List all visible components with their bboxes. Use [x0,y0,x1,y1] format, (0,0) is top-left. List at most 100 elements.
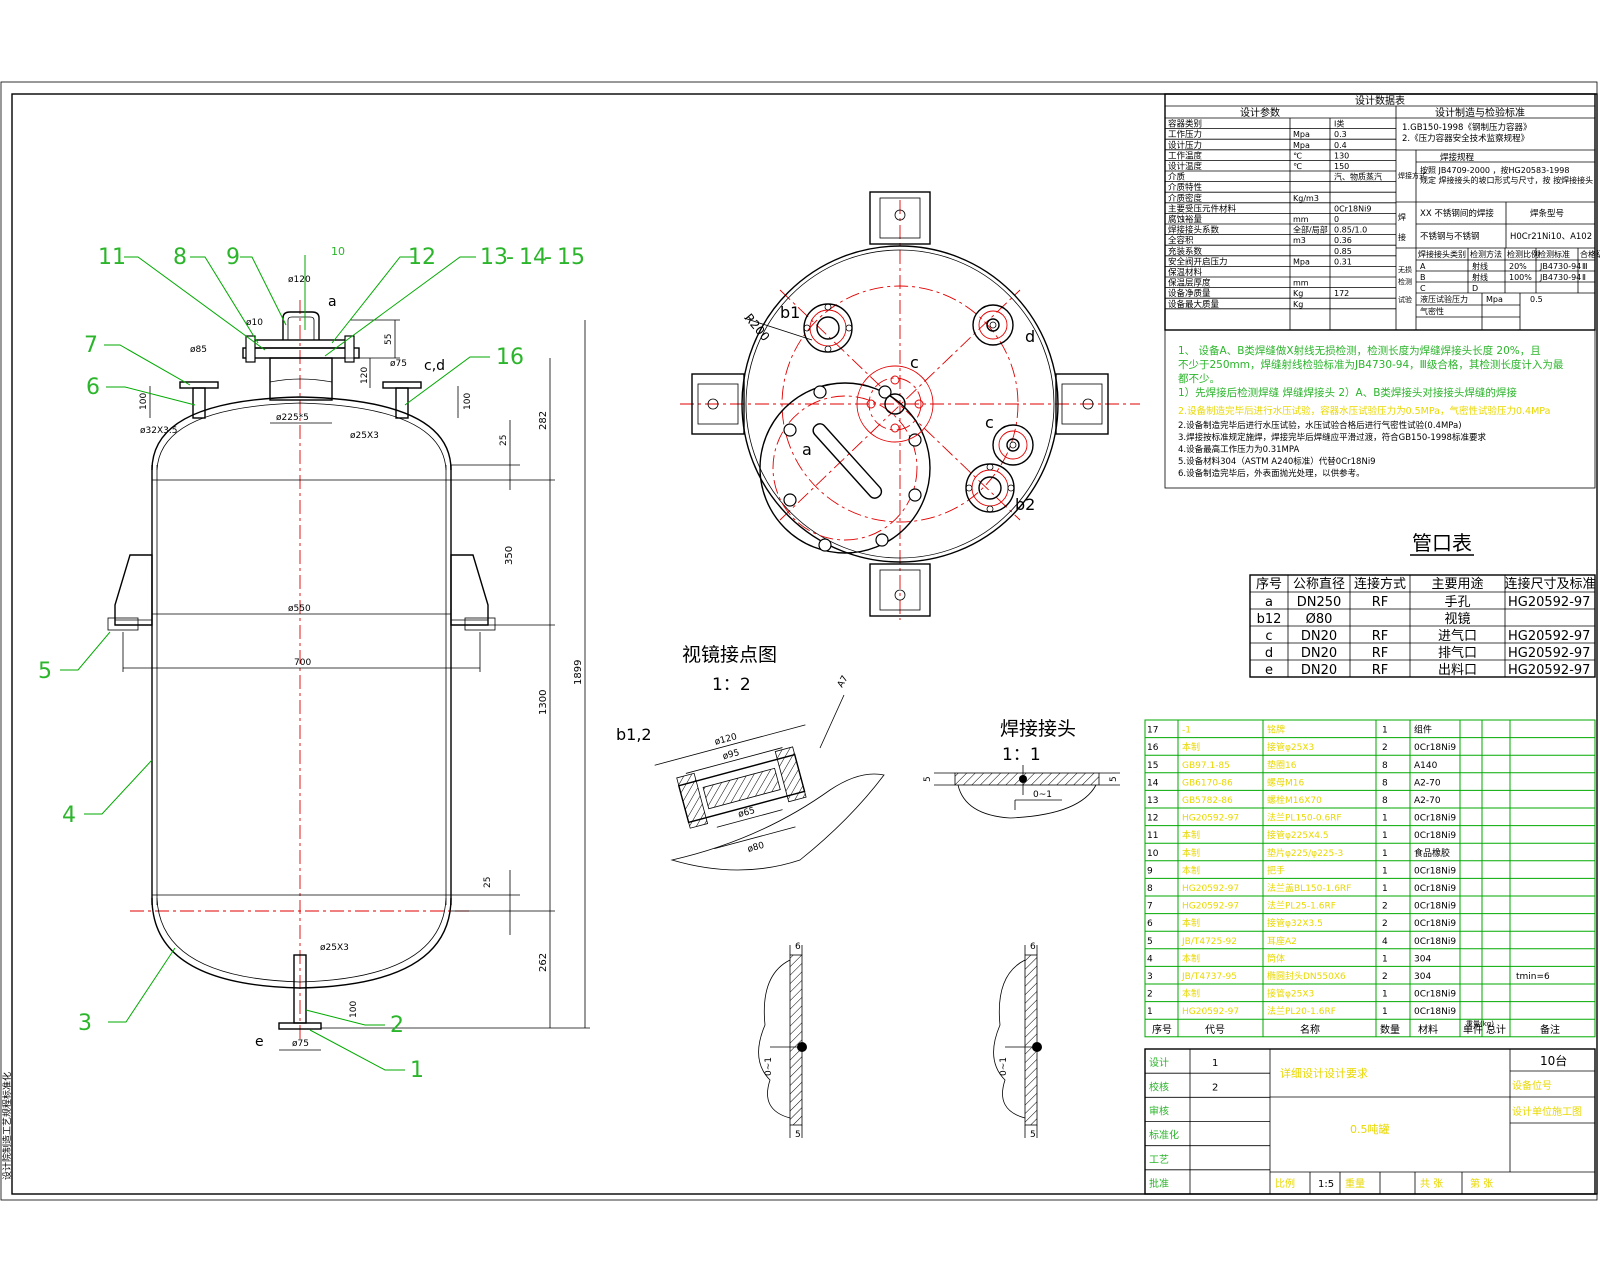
design-param-unit: Kg [1293,300,1303,309]
balloon-dash: - [544,245,552,270]
bom-qty: 1 [1382,814,1388,824]
sight-flange-left [676,772,709,829]
ndt-side: 检测 [1398,277,1412,286]
bom-qty: 2 [1382,919,1388,929]
bom-no: 17 [1147,726,1158,736]
bom-qty: 2 [1382,972,1388,982]
bom-code: GB6170-86 [1182,778,1233,788]
design-table-head-left: 设计参数 [1240,106,1280,119]
dim-1300: 1300 [538,690,549,715]
weld-detail-1: 5 5 0~1 [923,765,1120,819]
sight-dim-65 [716,809,783,828]
bom-qty: 8 [1382,796,1388,806]
bom-no: 13 [1147,796,1158,806]
plan-nozzle-c-right [992,424,1034,466]
support-lug-right [450,554,496,631]
design-param-unit: Mpa [1293,130,1310,139]
bom-no: 11 [1147,831,1158,841]
bom-name: 椭圆封头DN550X6 [1267,970,1346,982]
test-value: 0.5 [1530,295,1543,304]
weld-mat-side: 接 [1398,232,1406,242]
design-param-label: 介质密度 [1168,193,1203,204]
design-param-value: 0.31 [1334,257,1352,266]
title-equip-no: 设备位号 [1512,1079,1552,1092]
bom-code: HG20592-97 [1182,902,1239,912]
bom-qty: 1 [1382,954,1388,964]
design-param-label: 容器类别 [1168,119,1202,130]
bom-name: 垫片φ225/φ225-3 [1267,847,1343,859]
balloon-leaders [60,255,490,1071]
sight-dim-95 [685,747,783,774]
note-green: 1、 设备A、B类焊缝做X射线无损检测，检测长度为焊缝焊接头长度 20%，且 [1178,344,1541,357]
bom-qty: 8 [1382,778,1388,788]
bom-code: -1 [1182,726,1191,736]
bom-name: 接管φ25X3 [1267,988,1314,1000]
ndt-cell: 射线 [1472,272,1488,282]
nozzle-cell: a [1265,595,1273,610]
nozzle-cell: d [1265,646,1273,661]
title-sheet-total: 共 张 [1420,1178,1443,1190]
bom-header: 名称 [1300,1023,1320,1036]
nozzle-cell: 进气口 [1438,628,1477,644]
dim-75-bottom: ø75 [292,1039,309,1049]
nozzle-label-cd: c,d [424,358,445,374]
margin-text: 设计院制造工艺规程标准化 [1,1072,13,1180]
balloon-2: 2 [390,1013,404,1038]
bom-no: 4 [1147,954,1153,964]
bom-code: GB5782-86 [1182,796,1233,806]
dim-120-handle: ø120 [288,275,311,285]
bom-header: 材料 [1418,1023,1438,1036]
plan-nozzle-c-bolt [868,377,922,431]
dim-25-bottom-nozzle: ø25X3 [320,943,349,953]
balloon-13-14-15: 13 [480,245,508,270]
sight-dim-120 [654,724,806,766]
bom-no: 10 [1147,849,1159,859]
ndt-cell: 20% [1509,262,1527,271]
ndt-head: 焊接接头类别 [1418,249,1466,259]
plan-sight-glass-b2 [965,463,1015,513]
title-role: 审核 [1149,1105,1169,1118]
design-param-unit: mm [1293,215,1309,224]
plan-lug-right [1055,373,1109,435]
bom-name: 法兰PL150-0.6RF [1267,812,1342,824]
design-param-label: 充装系数 [1168,246,1203,257]
ndt-side: 无损 [1398,265,1412,274]
balloon-15: 15 [557,245,585,270]
plan-manhole-bolts [783,385,922,552]
nozzle-cell: b12 [1257,612,1282,627]
note-black: 2.设备制造完毕后进行水压试验，水压试验合格后进行气密性试验(0.4MPa) [1178,420,1462,431]
note-green: 1）先焊接后检测焊缝 焊缝焊接头 2）A、B类焊接头对接接头焊缝的焊接 [1178,386,1517,399]
nozzle-cell: DN20 [1301,646,1337,661]
balloon-16: 16 [496,345,524,370]
plan-r200-leader [743,317,813,341]
ndt-cell: 100% [1509,273,1532,282]
nozzle-cell: 视镜 [1444,612,1470,627]
bom-header: 单件 [1463,1024,1483,1036]
nozzle-cell: HG20592-97 [1508,646,1590,661]
bom-no: 15 [1147,761,1158,771]
plan-label-d: d [1025,327,1035,346]
technical-notes: 1、 设备A、B类焊缝做X射线无损检测，检测长度为焊缝焊接头长度 20%，且不少… [1164,329,1596,489]
bom-qty: 1 [1382,831,1388,841]
plan-view: R200 b1 b2 d c c a [680,191,1140,620]
ndt-cell: JB4730-94 [1539,262,1581,271]
bom-total: tmin=6 [1516,972,1550,982]
nozzle-cell: DN20 [1301,663,1337,678]
elevation-view: 700 ø550 55 [38,245,590,1083]
ndt-cell: C [1420,284,1426,293]
bom-header: 代号 [1205,1024,1225,1036]
plan-nozzle-c-bolthole [866,399,876,409]
bom-no: 3 [1147,972,1153,982]
ndt-head: 检测比例 [1507,249,1539,259]
design-param-label: 设备净质量 [1168,288,1211,299]
bom-code: HG20592-97 [1182,1007,1239,1017]
design-param-label: 设备最大质量 [1168,299,1220,310]
weld-detail-3: 6 5 0~1 [993,942,1042,1140]
design-param-unit: Mpa [1293,257,1310,266]
bom-qty: 2 [1382,743,1388,753]
balloon-4: 4 [62,803,76,828]
bom-no: 6 [1147,919,1153,929]
bom-name: 耳座A2 [1267,935,1297,947]
ndt-cell: B [1420,273,1426,282]
